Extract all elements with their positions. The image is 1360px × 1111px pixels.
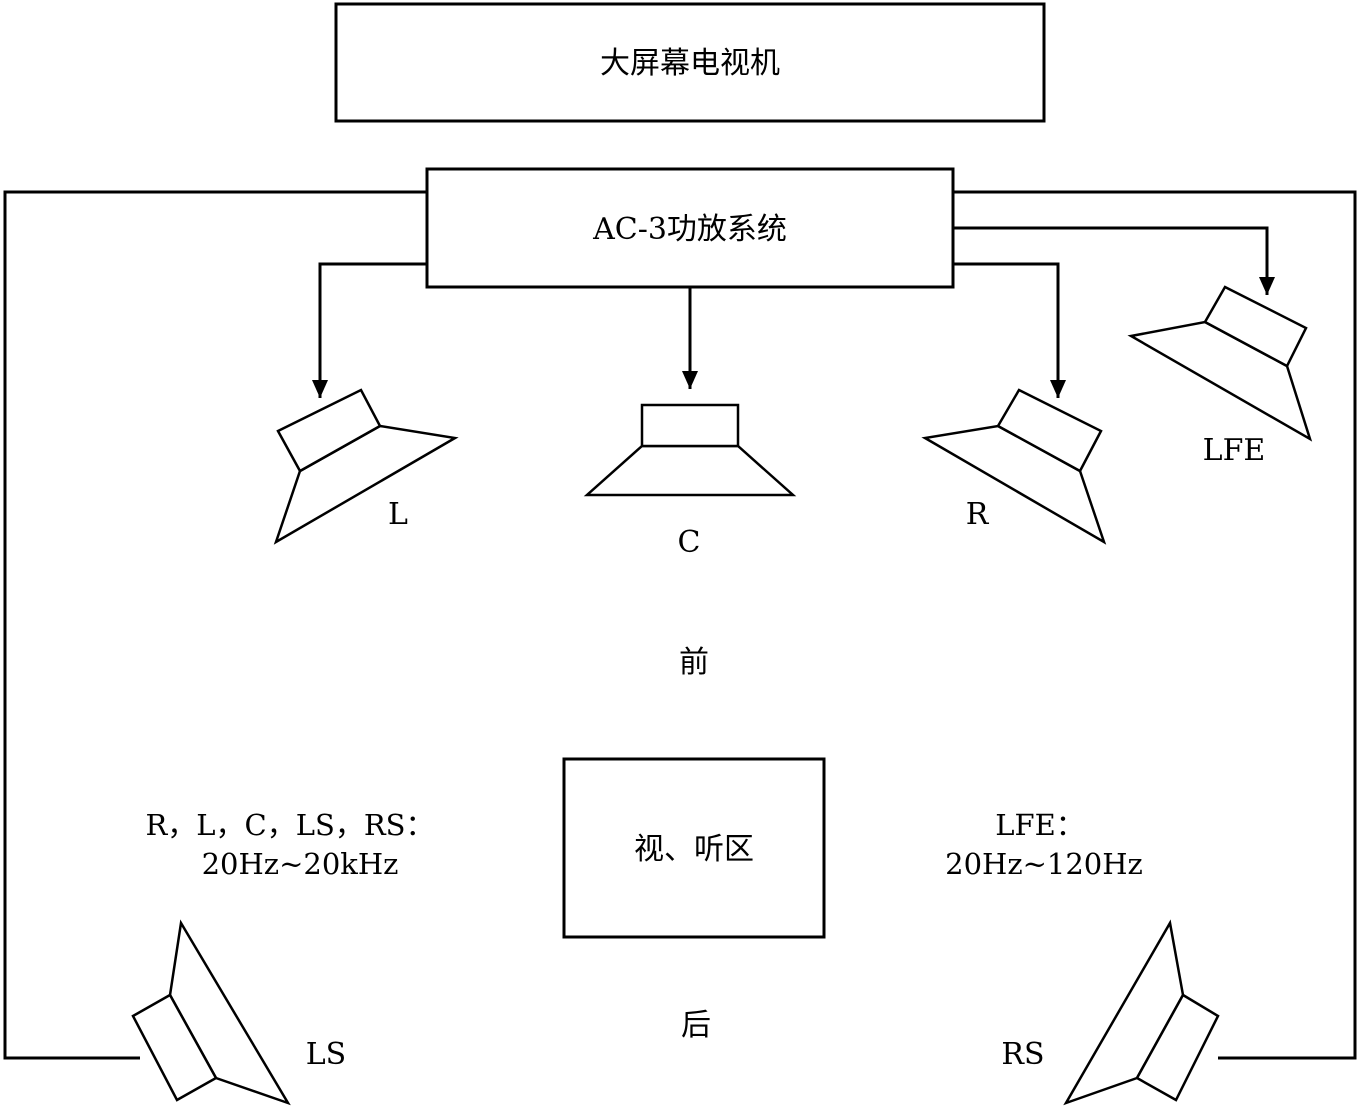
spec-main-line2: 20Hz~20kHz xyxy=(202,847,399,881)
tv-label: 大屏幕电视机 xyxy=(600,46,780,81)
lfe-channel-wire xyxy=(953,226,1275,295)
rear-label: 后 xyxy=(681,1008,711,1043)
tv-box: 大屏幕电视机 xyxy=(334,2,1046,123)
speaker-right-surround xyxy=(1063,919,1220,1106)
spec-main-line1: R，L，C，LS，RS： xyxy=(145,808,434,842)
speaker-center xyxy=(583,403,797,497)
speaker-right xyxy=(921,388,1107,545)
listening-area-label: 视、听区 xyxy=(634,832,754,867)
speaker-right-label: R xyxy=(966,497,990,532)
speaker-lfe xyxy=(1127,285,1313,442)
amplifier-box: AC-3功放系统 xyxy=(425,167,955,289)
speaker-left-surround-label: LS xyxy=(306,1037,346,1072)
left-channel-wire xyxy=(312,262,427,398)
right-channel-wire xyxy=(953,262,1066,398)
front-label: 前 xyxy=(679,645,709,680)
speaker-center-label: C xyxy=(678,525,701,560)
speaker-left-label: L xyxy=(388,497,408,532)
speaker-right-surround-label: RS xyxy=(1001,1037,1044,1072)
right-surround-wire xyxy=(953,190,1357,1060)
speaker-left xyxy=(273,388,459,545)
speaker-left-surround xyxy=(131,919,291,1106)
spec-lfe-line1: LFE： xyxy=(995,808,1085,842)
spec-lfe-line2: 20Hz~120Hz xyxy=(945,847,1143,881)
listening-area-box: 视、听区 xyxy=(562,757,826,939)
speaker-lfe-label: LFE xyxy=(1203,433,1266,468)
amplifier-label: AC-3功放系统 xyxy=(592,212,787,247)
left-surround-wire xyxy=(3,190,427,1060)
